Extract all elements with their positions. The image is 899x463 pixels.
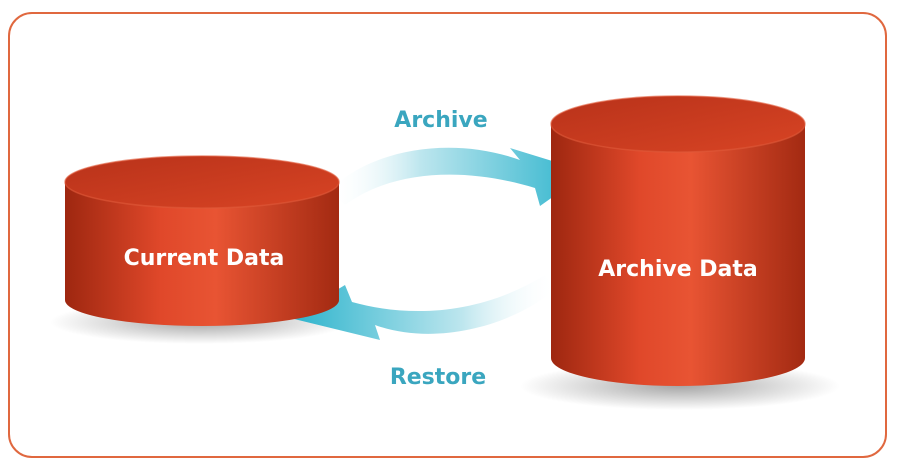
restore-arrow [290, 275, 555, 340]
restore-edge-label: Restore [390, 365, 486, 390]
current-data-cylinder [64, 155, 340, 326]
archive-data-label: Archive Data [598, 257, 758, 282]
archive-edge-label: Archive [394, 108, 487, 133]
archive-arrow [330, 147, 588, 206]
archive-data-cylinder [550, 95, 806, 386]
current-data-label: Current Data [124, 246, 285, 271]
